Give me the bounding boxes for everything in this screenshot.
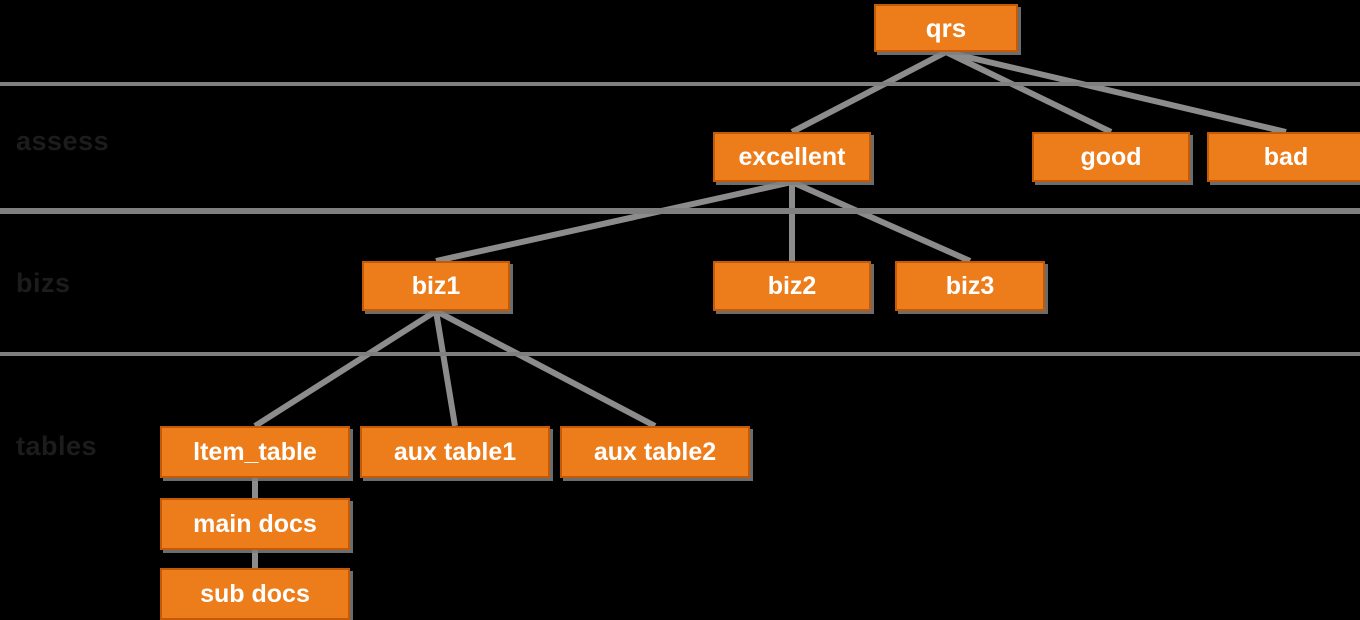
node-label-biz1: biz1	[411, 271, 461, 300]
edge-excellent-to-biz1	[435, 179, 793, 264]
row-divider-3	[0, 352, 1360, 356]
row-label-tables: tables	[16, 431, 98, 461]
row-label-assess: assess	[16, 126, 110, 156]
node-label-aux_table2: aux table2	[593, 437, 717, 466]
node-good[interactable]: good	[1032, 132, 1190, 182]
node-main_docs[interactable]: main docs	[160, 498, 350, 550]
edge-biz1-to-item_table	[253, 308, 438, 429]
node-item_table[interactable]: ltem_table	[160, 426, 350, 478]
node-sub_docs[interactable]: sub docs	[160, 568, 350, 620]
edge-excellent-to-biz3	[790, 179, 972, 264]
node-biz1[interactable]: biz1	[362, 261, 510, 311]
node-qrs[interactable]: qrs	[874, 4, 1018, 52]
node-label-qrs: qrs	[925, 13, 967, 43]
node-aux_table1[interactable]: aux table1	[360, 426, 550, 478]
node-label-sub_docs: sub docs	[200, 579, 310, 608]
edge-qrs-to-excellent	[790, 49, 948, 135]
node-excellent[interactable]: excellent	[713, 132, 871, 182]
node-label-biz3: biz3	[945, 271, 995, 300]
edge-qrs-to-bad	[945, 49, 1287, 135]
node-bad[interactable]: bad	[1207, 132, 1360, 182]
edge-qrs-to-good	[944, 49, 1113, 135]
node-aux_table2[interactable]: aux table2	[560, 426, 750, 478]
node-biz3[interactable]: biz3	[895, 261, 1045, 311]
node-label-biz2: biz2	[767, 271, 817, 300]
node-label-bad: bad	[1263, 142, 1309, 171]
edge-biz1-to-aux_table1	[433, 310, 458, 427]
node-biz2[interactable]: biz2	[713, 261, 871, 311]
node-label-main_docs: main docs	[193, 509, 317, 538]
row-label-bizs: bizs	[16, 268, 71, 298]
row-divider-2	[0, 208, 1360, 214]
node-label-aux_table1: aux table1	[393, 437, 517, 466]
node-label-good: good	[1080, 142, 1142, 171]
row-divider-1	[0, 82, 1360, 86]
node-label-excellent: excellent	[738, 142, 846, 171]
node-label-item_table: ltem_table	[193, 437, 317, 466]
edge-biz1-to-aux_table2	[434, 308, 657, 429]
